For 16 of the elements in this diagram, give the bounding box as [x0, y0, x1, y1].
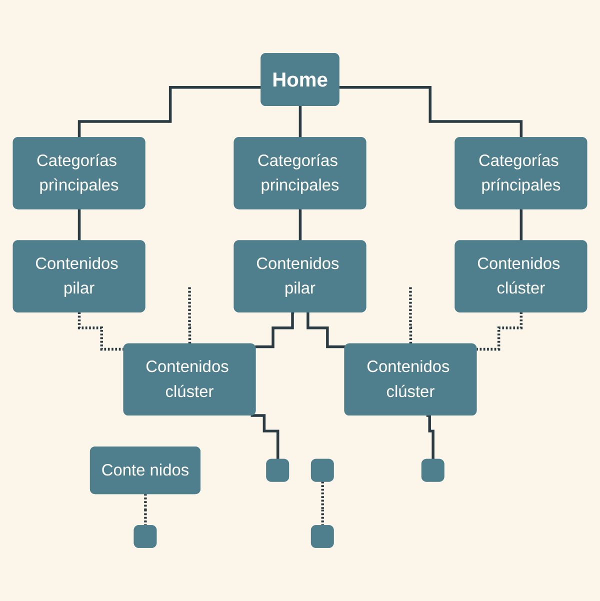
connector: [250, 414, 280, 462]
connector: [188, 286, 192, 346]
connector: [520, 208, 523, 243]
connector: [321, 480, 324, 528]
connector: [78, 86, 262, 140]
connector: [78, 311, 124, 351]
connector: [476, 311, 523, 351]
connector: [409, 286, 412, 346]
connector: [426, 414, 435, 462]
connector: [78, 208, 81, 243]
connector: [255, 311, 294, 348]
connector: [298, 104, 302, 140]
connector: [339, 86, 523, 140]
connector: [298, 208, 302, 243]
connector: [144, 492, 148, 528]
connector: [306, 311, 346, 348]
